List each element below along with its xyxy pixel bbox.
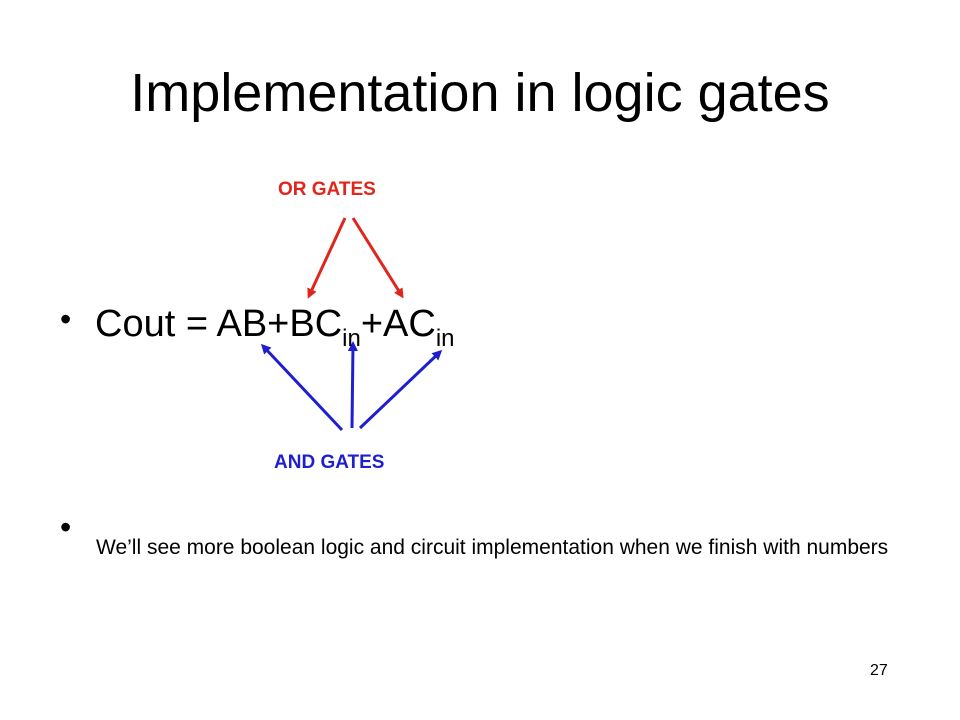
and-gates-label: AND GATES: [274, 452, 385, 473]
formula-subscript-in: in: [342, 325, 361, 352]
or-arrow-right: [351, 217, 404, 299]
or-gates-label: OR GATES: [278, 179, 376, 200]
or-arrow-left: [307, 217, 347, 299]
bullet-marker: •: [60, 301, 72, 337]
formula-subscript-in: in: [435, 325, 455, 352]
bullet-note: We’ll see more boolean logic and circuit…: [96, 536, 889, 559]
and-arrow-middle: [347, 341, 358, 429]
slide-title: Implementation in logic gates: [130, 63, 830, 123]
bullet-marker: •: [60, 509, 72, 545]
formula-middle: +AC: [360, 303, 436, 345]
and-arrow-right: [358, 349, 443, 430]
formula-prefix: Cout = AB+BC: [95, 303, 343, 345]
cout-formula: Cout = AB+BCin+ACin: [95, 301, 455, 351]
page-number: 27: [870, 662, 888, 679]
and-arrow-left: [260, 343, 344, 432]
